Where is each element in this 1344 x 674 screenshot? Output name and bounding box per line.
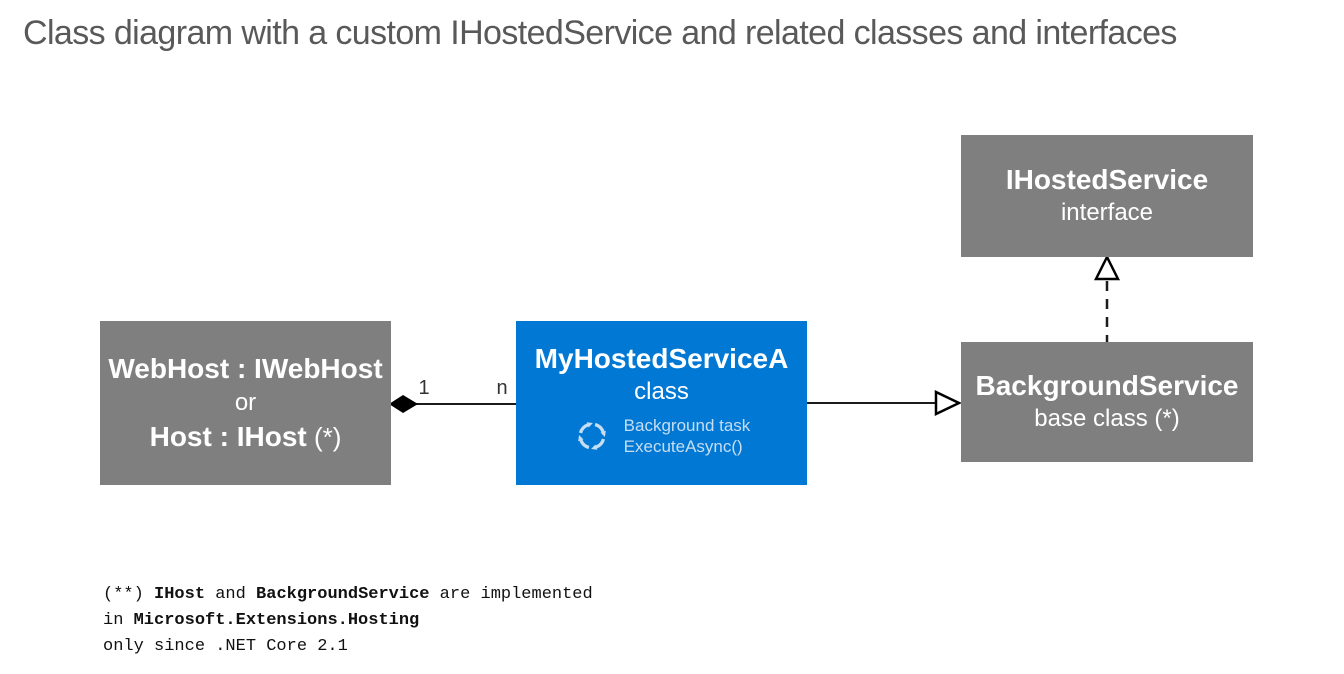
ihostedservice-title: IHostedService <box>1005 164 1209 195</box>
myhostedservicea-title: MyHostedServiceA <box>534 343 789 374</box>
inheritance-triangle-icon <box>934 390 962 416</box>
class-node-ihostedservice: IHostedService interface <box>961 135 1253 257</box>
class-node-myhostedservicea: MyHostedServiceA class Background task E… <box>516 321 807 485</box>
webhost-alt-rest: (*) <box>306 422 342 452</box>
myhostedservicea-stereotype: class <box>634 378 689 405</box>
footnote-l1-ihost: IHost <box>154 585 206 604</box>
webhost-alt-title: Host : IHost (*) <box>150 420 342 454</box>
backgroundservice-stereotype: base class (*) <box>1034 405 1180 432</box>
ihostedservice-stereotype: interface <box>1060 199 1154 226</box>
class-node-backgroundservice: BackgroundService base class (*) <box>961 342 1253 462</box>
footnote-l1-prefix: (**) <box>103 585 155 604</box>
class-node-webhost: WebHost : IWebHost or Host : IHost (*) <box>100 321 391 485</box>
footnote-l2-prefix: in <box>103 611 134 630</box>
backgroundservice-title: BackgroundService <box>975 370 1239 401</box>
footnote: (**) IHost and BackgroundService are imp… <box>103 582 593 660</box>
webhost-or-label: or <box>234 389 257 416</box>
footnote-l1-suffix: are implemented <box>429 585 593 604</box>
footnote-line-1: (**) IHost and BackgroundService are imp… <box>103 582 593 608</box>
footnote-l2-namespace: Microsoft.Extensions.Hosting <box>133 611 420 630</box>
realization-triangle-icon <box>1093 254 1121 281</box>
background-task-text: Background task ExecuteAsync() <box>624 415 751 457</box>
multiplicity-label-1: 1 <box>418 377 430 399</box>
sync-arrows-icon <box>576 420 608 452</box>
background-task-line2: ExecuteAsync() <box>623 437 743 456</box>
page-title: Class diagram with a custom IHostedServi… <box>23 14 1177 52</box>
multiplicity-label-n: n <box>496 377 508 399</box>
webhost-title: WebHost : IWebHost <box>108 353 383 384</box>
webhost-alt-bold: Host : IHost <box>149 421 307 452</box>
footnote-l1-mid: and <box>205 585 257 604</box>
background-task-line1: Background task <box>623 416 751 435</box>
footnote-line-3: only since .NET Core 2.1 <box>103 634 593 660</box>
background-task-row: Background task ExecuteAsync() <box>573 415 751 457</box>
footnote-l1-backgroundservice: BackgroundService <box>256 585 430 604</box>
footnote-l3-text: only since .NET Core 2.1 <box>103 637 348 656</box>
footnote-line-2: in Microsoft.Extensions.Hosting <box>103 608 593 634</box>
